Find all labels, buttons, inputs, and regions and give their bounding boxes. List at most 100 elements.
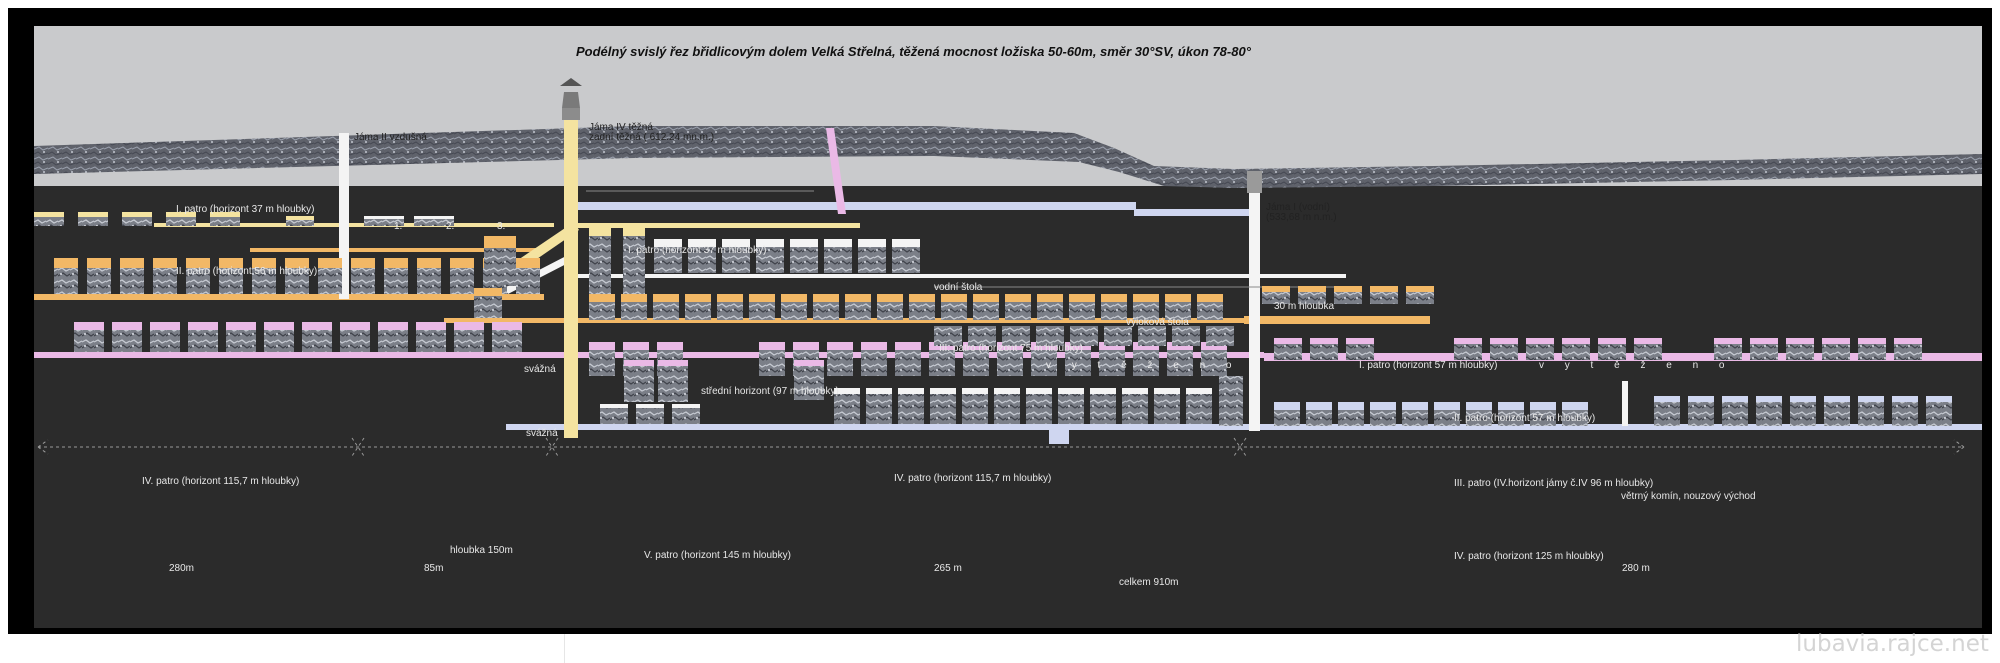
- chamber-cap: [658, 360, 688, 366]
- chamber-cap: [1370, 286, 1398, 292]
- chamber-cap: [1824, 396, 1850, 402]
- image-frame: Podélný svislý řez břidlicovým dolem Vel…: [8, 8, 1992, 634]
- chamber-cap: [973, 294, 999, 302]
- ore-chamber: [1002, 326, 1030, 346]
- chamber-cap: [1262, 286, 1290, 292]
- chamber-cap: [1101, 294, 1127, 302]
- mined-chambers: [34, 212, 1952, 426]
- ore-chamber: [672, 404, 700, 424]
- chamber-cap: [1790, 396, 1816, 402]
- chamber-cap: [186, 258, 210, 268]
- chamber-cap: [1722, 396, 1748, 402]
- ore-chamber: [968, 326, 996, 346]
- chamber-cap: [1274, 402, 1300, 410]
- chamber-cap: [845, 294, 871, 302]
- chamber-cap: [1370, 402, 1396, 410]
- dimension-280m-right: 280 m: [1622, 563, 1650, 574]
- chamber-3-label: 3.: [497, 221, 506, 232]
- ore-chamber: [1104, 326, 1132, 346]
- chamber-cap: [285, 258, 309, 268]
- chamber-cap: [717, 294, 743, 302]
- chamber-cap: [1434, 402, 1460, 410]
- chamber-cap: [340, 322, 370, 330]
- shaft-II-label: Jáma II vzdušná: [354, 132, 427, 143]
- cross-section-drawing: [34, 26, 1982, 457]
- chamber-cap: [1858, 338, 1886, 344]
- shaft-IV: [564, 108, 578, 438]
- chamber-cap: [112, 322, 142, 330]
- chamber-cap: [1037, 294, 1063, 302]
- ore-chamber: [1219, 376, 1243, 426]
- dimension-lines: [37, 437, 1965, 457]
- chamber-cap: [827, 342, 853, 350]
- chamber-cap: [861, 342, 887, 350]
- mine-cross-section-diagram: Podélný svislý řez břidlicovým dolem Vel…: [34, 26, 1982, 628]
- chamber-cap: [653, 294, 679, 302]
- chamber-cap: [1298, 286, 1326, 292]
- chamber-cap: [722, 239, 750, 247]
- chamber-cap: [994, 388, 1020, 394]
- level-I-left-label: I. patro (horizont 37 m hloubky): [176, 204, 315, 215]
- chamber-cap: [1490, 338, 1518, 344]
- chamber-cap: [120, 258, 144, 268]
- chamber-cap: [688, 239, 716, 247]
- level-IV-left-label: IV. patro (horizont 115,7 m hloubky): [142, 476, 300, 487]
- chamber-cap: [252, 258, 276, 268]
- chamber-cap: [898, 388, 924, 394]
- depth-30-label: 30 m hloubka: [1274, 301, 1335, 312]
- chamber-cap: [589, 342, 615, 350]
- level-IV-middle-label: IV. patro (horizont 115,7 m hloubky): [894, 473, 1052, 484]
- chamber-cap: [454, 322, 484, 330]
- chamber-cap: [1310, 338, 1338, 344]
- chamber-cap: [1165, 294, 1191, 302]
- level-V-label: V. patro (horizont 145 m hloubky): [644, 550, 791, 561]
- level-II-left-label: II. patro (horizont 56 m hloubky): [176, 266, 318, 277]
- chamber-cap: [1926, 396, 1952, 402]
- chamber-cap: [1005, 294, 1031, 302]
- chamber-cap: [657, 342, 683, 350]
- chamber-cap: [909, 294, 935, 302]
- chamber-cap: [1402, 402, 1428, 410]
- chamber-cap: [621, 294, 647, 302]
- ore-chamber: [1206, 326, 1234, 346]
- chamber-cap: [834, 388, 860, 394]
- svazna-label-1: svážná: [524, 364, 556, 375]
- chamber-cap: [414, 216, 454, 219]
- ore-chamber: [624, 360, 654, 402]
- chamber-cap: [877, 294, 903, 302]
- chamber-cap: [685, 294, 711, 302]
- chamber-cap: [1306, 402, 1332, 410]
- level-I-middle-label: I. patro (horizont 37 m hloubky): [628, 245, 767, 256]
- chamber-cap: [1346, 338, 1374, 344]
- ore-chamber: [414, 216, 454, 226]
- shaft-I-label-1: Jáma I (vodní): [1266, 202, 1330, 213]
- headframe: [562, 92, 580, 108]
- chamber-cap: [150, 322, 180, 330]
- dimension-265m: 265 m: [934, 563, 962, 574]
- level-II-right-label: II. patro (horizont 57 m hloubky): [1454, 413, 1596, 424]
- chamber-cap: [1122, 388, 1148, 394]
- chamber-cap: [672, 404, 700, 408]
- chamber-cap: [1526, 338, 1554, 344]
- chamber-cap: [749, 294, 775, 302]
- chamber-cap: [1858, 396, 1884, 402]
- inclined-shaft-pink: [826, 128, 846, 214]
- chamber-cap: [1133, 294, 1159, 302]
- chamber-cap: [1154, 388, 1180, 394]
- chamber-cap: [1756, 396, 1782, 402]
- chamber-cap: [416, 322, 446, 330]
- chamber-cap: [450, 258, 474, 268]
- chamber-cap: [759, 342, 785, 350]
- level-III-right-label: III. patro (IV.horizont jámy č.IV 96 m h…: [1454, 478, 1654, 489]
- ore-chamber: [794, 360, 824, 400]
- dimension-280m-left: 280m: [169, 563, 195, 574]
- chamber-cap: [384, 258, 408, 268]
- ore-chamber: [658, 360, 688, 402]
- dimension-total: celkem 910m: [1119, 577, 1179, 588]
- chamber-cap: [54, 258, 78, 268]
- chamber-cap: [1750, 338, 1778, 344]
- chamber-cap: [351, 258, 375, 268]
- shaft-vetrny: [1622, 381, 1628, 426]
- level-I-right-label: I. patro (horizont 57 m hloubky): [1359, 360, 1498, 371]
- stredni-horizont-label: střední horizont (97 m hloubky): [701, 386, 839, 397]
